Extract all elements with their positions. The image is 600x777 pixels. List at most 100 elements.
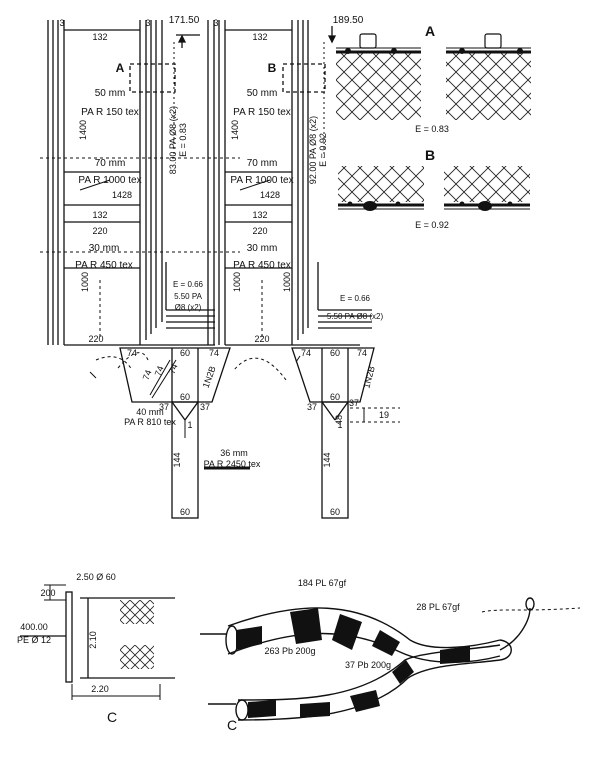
detail-b-hanging: E = 0.92 [415,220,449,230]
right-middle-material: PA R 1000 tex [230,175,293,186]
frame-c-labels: 2.50 Ø 60 200 400.00 PE Ø 12 2.10 2.20 C [17,572,117,725]
frame-top-bar: 2.50 Ø 60 [76,572,116,582]
trap-c-labels: 184 PL 67gf 28 PL 67gf 263 Pb 200g 37 Pb… [227,578,460,733]
rfunnel-mark: 1 [337,420,342,430]
left-lower-depth: 1000 [80,272,90,292]
funnel-side-a: 74 [141,369,154,382]
right-edge-mark: 3 [213,18,218,28]
trap-rope-a: 184 PL 67gf [298,578,347,588]
right-middle-width: 132 [252,210,267,220]
detail-a-hanging: E = 0.83 [415,124,449,134]
left-upper-material: PA R 150 tex [81,107,139,118]
right-lower-width: 220 [252,226,267,236]
frame-height: 2.10 [88,631,98,649]
right-base-width: 220 [254,334,269,344]
left-lower-width: 220 [92,226,107,236]
rcod-depth: 144 [322,452,332,467]
right-rope-label: 92.00 PA Ø8 (x2) [308,116,318,184]
right-lower-mesh: 30 mm [247,243,278,254]
right-net-panel [207,20,372,346]
left-rope-hanging: E = 0.83 [178,123,188,157]
right-upper-mesh: 50 mm [247,88,278,99]
rfunnel-top-right: 74 [357,348,367,358]
right-panel-labels: 3 132 189.50 B 50 mm PA R 150 tex 1400 9… [213,15,383,344]
frame-rope-material: PE Ø 12 [17,635,51,645]
left-upper-mesh: 50 mm [95,88,126,99]
left-panel-labels: 3 3 132 171.50 A 50 mm PA R 150 tex 1400… [59,15,203,344]
trap-letter: C [227,717,237,733]
funnel-side-c: 74 [167,363,180,376]
rfunnel-top-left: 74 [301,348,311,358]
right-middle-depth: 1428 [260,190,280,200]
panel-letter-a: A [116,61,125,75]
frame-width: 2.20 [91,684,109,694]
left-edge-mark: 3 [59,18,64,28]
rfunnel-bottom-mid: 60 [330,392,340,402]
trap-c-fill [236,608,470,718]
right-top-width: 132 [252,32,267,42]
left-top-width: 132 [92,32,107,42]
left-rope-label: 83.00 PA Ø8 (x2) [168,106,178,174]
funnel-top-mid: 60 [180,348,190,358]
detail-a-letter: A [425,23,435,39]
right-ring-hanging: E = 0.66 [340,294,371,303]
funnel-top-left: 74 [127,348,137,358]
funnel-mark: 1 [187,420,192,430]
right-middle-mesh: 70 mm [247,158,278,169]
trap-weight-a: 263 Pb 200g [264,646,315,656]
funnel-bottom-mid: 60 [180,392,190,402]
left-base-width: 220 [88,334,103,344]
rcod-bottom: 60 [330,507,340,517]
left-lower-mesh: 30 mm [89,243,120,254]
right-lower-material: PA R 450 tex [233,260,291,271]
detail-a [336,33,531,120]
right-headline-length: 189.50 [333,15,364,26]
left-funnel-labels: 74 60 74 74 74 74 1N2B 37 60 37 1 40 mm … [124,348,261,517]
trap-rope-b: 28 PL 67gf [416,602,460,612]
right-upper-depth: 1400 [230,120,240,140]
funnel-bottom-right: 37 [200,402,210,412]
left-ring-rope: 5.50 PA [174,292,203,301]
rfunnel-top-mid: 60 [330,348,340,358]
rfunnel-taper: 1N2B [361,365,376,389]
left-funnel [89,347,250,519]
frame-letter: C [107,709,117,725]
right-funnel [233,347,400,519]
wing-mesh: 40 mm [136,407,164,417]
cod-bottom: 60 [180,507,190,517]
funnel-top-right: 74 [209,348,219,358]
rfunnel-bottom-left: 37 [307,402,317,412]
right-rope-hanging: E = 0.92 [318,133,328,167]
left-net-panel [40,20,240,346]
left-lower-depth-b: 1000 [232,272,242,292]
funnel-taper: 1N2B [201,365,218,390]
right-lower-depth: 1000 [282,272,292,292]
cod-mesh: 36 mm [220,448,248,458]
frame-c [20,584,175,700]
left-ring-rope-dia: Ø8 (x2) [175,303,202,312]
left-ring-hanging: E = 0.66 [173,280,204,289]
cod-depth: 144 [172,452,182,467]
frame-rope: 400.00 [20,622,48,632]
right-ring-rope: 5.50 PA Ø8 (x2) [327,312,384,321]
funnel-bottom-left: 37 [159,402,169,412]
right-upper-material: PA R 150 tex [233,107,291,118]
left-upper-depth: 1400 [78,120,88,140]
left-headline-length: 171.50 [169,15,200,26]
rfunnel-side-bar: 19 [379,410,389,420]
left-lower-material: PA R 450 tex [75,260,133,271]
panel-letter-b: B [268,61,277,75]
left-middle-width: 132 [92,210,107,220]
left-middle-mesh: 70 mm [95,158,126,169]
left-middle-material: PA R 1000 tex [78,175,141,186]
rfunnel-side-depth: 48 [334,415,344,425]
rfunnel-bottom-right: 37 [349,398,359,408]
frame-top-offset: 200 [40,588,55,598]
trap-weight-b: 37 Pb 200g [345,660,391,670]
detail-b [338,166,530,211]
funnel-side-b: 74 [153,365,166,378]
left-edge-mark-right: 3 [145,18,150,28]
left-middle-depth: 1428 [112,190,132,200]
cod-material: PA R 2450 tex [204,459,261,469]
